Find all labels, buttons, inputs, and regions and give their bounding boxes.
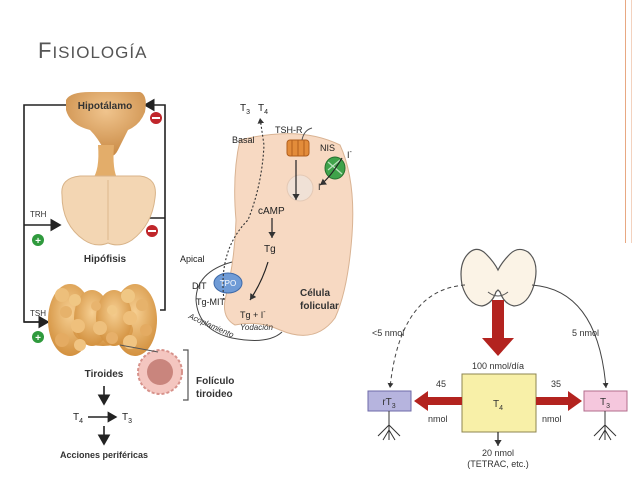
- tsh-label: TSH: [30, 309, 46, 318]
- trh-stimulation-icon: [32, 234, 44, 246]
- negative-feedback-hypothalamus: [143, 98, 166, 311]
- follicular-cell-diagram: T3 T4 Basal TSH-R NIS I- I- cAMP Tg Apic…: [180, 103, 354, 341]
- tg-mit-label: Tg-MIT: [196, 297, 225, 307]
- dit-label: DIT: [192, 281, 207, 291]
- tg-secretion-arrow: [249, 261, 269, 301]
- slide-title: FISIOLOGÍA: [38, 38, 147, 64]
- t3-direct-amount-label: 5 nmol: [572, 328, 599, 338]
- rt3-box-label: rT3: [382, 397, 395, 410]
- t4-label: T4: [73, 412, 83, 425]
- t4-secretion-rate-label: 100 nmol/día: [472, 361, 524, 371]
- other-metabolism-amount: 20 nmol: [482, 448, 514, 458]
- other-metabolism-note: (TETRAC, etc.): [467, 459, 529, 469]
- tshr-label: TSH-R: [275, 125, 303, 135]
- peripheral-actions-label: Acciones periféricas: [60, 450, 148, 460]
- apical-label: Apical: [180, 254, 205, 264]
- slide-border-line: [625, 0, 626, 479]
- thyroid-gland-shape: [48, 284, 157, 356]
- tg-iodide-label: Tg + I-: [240, 309, 266, 320]
- pituitary-label: Hipófisis: [84, 254, 127, 265]
- follicular-cell-label-line2: folicular: [300, 301, 339, 312]
- t3-box-label: T3: [600, 397, 610, 410]
- t4-to-rt3-arrow: [414, 391, 462, 411]
- cell-nucleus: [286, 174, 314, 202]
- title-rest: ISIOLOGÍA: [52, 43, 148, 62]
- camp-label: cAMP: [258, 206, 285, 217]
- nis-label: NIS: [320, 143, 335, 153]
- pituitary-stalk: [92, 145, 118, 180]
- tsh-stimulation-icon: [32, 331, 44, 343]
- iodide-uptake-arrow: [319, 157, 343, 186]
- thyroid-label: Tiroides: [85, 369, 124, 380]
- svg-text:+: +: [35, 333, 41, 344]
- t4-to-t3-conversion-arrow: [536, 391, 582, 411]
- iodide-outside-label: I-: [347, 149, 353, 160]
- colloid-outline: [195, 261, 283, 341]
- hypothalamus-label: Hipotálamo: [78, 101, 132, 112]
- rt3-conversion-unit: nmol: [428, 414, 448, 424]
- cell-t3-label: T3: [240, 103, 250, 116]
- thyroid-secretion-arrow: [482, 300, 514, 356]
- trh-label: TRH: [30, 210, 47, 219]
- rt3-conversion-amount: 45: [436, 379, 446, 389]
- tg-label: Tg: [264, 244, 276, 255]
- t3-direct-secretion-arrow: [531, 284, 609, 389]
- pituitary-shape: [61, 175, 156, 246]
- hypothalamus-shape: [66, 92, 146, 156]
- slide-border-line-light: [631, 0, 632, 479]
- cell-t4-label: T4: [258, 103, 268, 116]
- rt3-direct-secretion-arrow: [387, 284, 466, 389]
- t3-conversion-unit: nmol: [542, 414, 562, 424]
- thyroid-follicle-shape: [119, 344, 189, 401]
- svg-text:+: +: [35, 236, 41, 247]
- thyroid-hormone-metabolism-diagram: <5 nmol 5 nmol 100 nmol/día rT3 T4 T3 45…: [357, 243, 638, 479]
- follicular-cell-label-line1: Célula: [300, 288, 330, 299]
- iodide-inside-label: I-: [318, 181, 324, 192]
- rt3-degradation-icon: [377, 411, 401, 441]
- tpo-enzyme-icon: [213, 272, 243, 294]
- t3-conversion-amount: 35: [551, 379, 561, 389]
- t4-box-label: T4: [493, 399, 503, 412]
- t3-degradation-icon: [593, 411, 617, 441]
- t4-box: [461, 373, 537, 433]
- iodination-label: Yodación: [240, 323, 273, 332]
- t3-label: T3: [122, 412, 132, 425]
- tpo-label: TPO: [220, 279, 236, 288]
- hormone-release-arrow: [222, 117, 265, 301]
- follicle-label-line2: tiroideo: [196, 389, 233, 400]
- rt3-direct-amount-label: <5 nmol: [372, 328, 404, 338]
- hpt-axis-diagram: + + Hipotálamo TRH Hipófisis TSH Tiroide…: [23, 92, 234, 460]
- basal-label: Basal: [232, 135, 255, 145]
- follicle-label-line1: Folículo: [196, 376, 234, 387]
- tsh-receptor-icon: [286, 127, 313, 157]
- title-initial: F: [38, 38, 53, 63]
